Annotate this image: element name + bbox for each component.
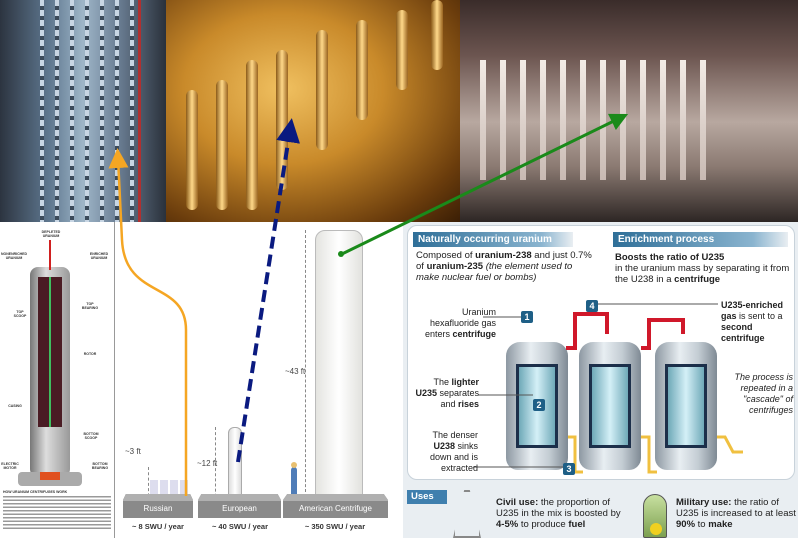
uses-header: Uses [407, 490, 447, 504]
european-centrifuge-photo [166, 0, 460, 222]
russian-base: Russian [123, 494, 193, 518]
gas-flow-pipes [473, 303, 743, 474]
label-enriched: ENRICHED URANIUM [89, 252, 109, 260]
power-pylon-icon [453, 490, 481, 538]
cascade-text: The process is repeated in a "cascade" o… [734, 372, 793, 415]
label-nonenriched: NONENRICHED URANIUM [0, 252, 28, 260]
label-top-scoop: TOP SCOOP [13, 310, 27, 318]
nuclear-bomb-icon [643, 494, 667, 538]
step-4-text: U235-enriched gas is sent to a second ce… [721, 300, 784, 343]
enrichment-header: Enrichment process [613, 232, 788, 247]
label-electric-motor: ELECTRIC MOTOR [1, 462, 19, 470]
russian-height: ~3 ft [125, 447, 141, 456]
american-swu: ~ 350 SWU / year [304, 522, 366, 531]
russian-swu: ~ 8 SWU / year [132, 522, 184, 531]
step-3-badge: 3 [563, 463, 575, 475]
label-rotor: ROTOR [83, 352, 97, 356]
russian-label: Russian [143, 504, 173, 513]
military-use-text: Military use: the ratio of U235 is incre… [676, 497, 796, 530]
centrifuge-cutaway-diagram: DEPLETED URANIUM NONENRICHED URANIUM ENR… [0, 222, 115, 538]
enrichment-infographic: Naturally occurring uranium Composed of … [403, 222, 798, 538]
centrifuge-3 [655, 342, 717, 470]
label-bottom-bearing: BOTTOM BEARING [91, 462, 109, 470]
civil-use-text: Civil use: the proportion of U235 in the… [496, 497, 621, 530]
european-label: European [222, 504, 257, 513]
american-centrifuge [315, 230, 363, 507]
russian-centrifuges [150, 480, 190, 496]
person-icon [291, 467, 297, 497]
label-depleted: DEPLETED URANIUM [41, 230, 61, 238]
label-top-bearing: TOP BEARING [81, 302, 99, 310]
step-4-badge: 4 [586, 300, 598, 312]
american-label: American Centrifuge [299, 504, 372, 513]
step-3-text: The denser U238 sinks down and is extrac… [429, 430, 478, 473]
label-casing: CASING [8, 404, 22, 408]
step-1-badge: 1 [521, 311, 533, 323]
european-base: European [198, 494, 281, 518]
american-centrifuge-facility-photo [460, 0, 798, 222]
american-base: American Centrifuge [283, 494, 388, 518]
european-centrifuge [228, 427, 242, 505]
step-2-text: The lighter U235 separates and rises [415, 377, 479, 409]
step-1-text: Uranium hexafluoride gas enters centrifu… [424, 307, 496, 339]
centrifuge-size-comparison: ~3 ft Russian ~ 8 SWU / year ~12 ft Euro… [115, 222, 403, 538]
caption: HOW URANIUM CENTRIFUGES WORK [3, 490, 68, 494]
label-bottom-scoop: BOTTOM SCOOP [83, 432, 99, 440]
step-2-badge: 2 [533, 399, 545, 411]
european-height: ~12 ft [197, 459, 218, 468]
american-height: ~43 ft [285, 367, 306, 376]
centrifuge-2 [579, 342, 641, 470]
natural-uranium-text: Composed of uranium-238 and just 0.7% of… [416, 250, 592, 283]
european-swu: ~ 40 SWU / year [211, 522, 269, 531]
russian-centrifuge-photo [0, 0, 166, 222]
